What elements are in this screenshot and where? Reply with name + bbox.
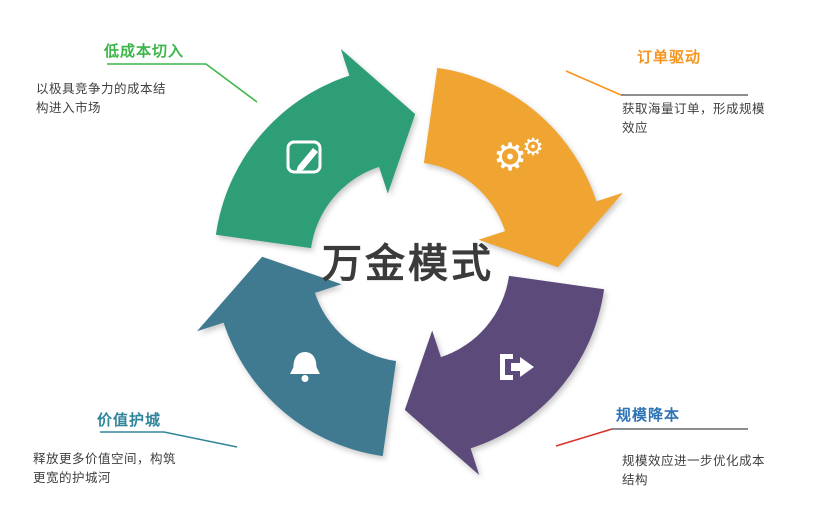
label-value-moat: 价值护城 xyxy=(97,412,162,429)
callout-line-value-moat xyxy=(100,431,238,448)
callout-line-low-cost xyxy=(107,63,258,103)
arrow-segment-low-cost xyxy=(215,49,416,249)
gears-icon: ⚙ ⚙ xyxy=(493,133,544,179)
logout-arrow-icon xyxy=(500,354,534,380)
pencil-edit-icon xyxy=(286,140,322,174)
description-low-cost-entry: 以极具竞争力的成本结构进入市场 xyxy=(36,82,167,115)
callout-line-order-driven xyxy=(565,70,622,96)
description-order-driven: 获取海量订单，形成规模效应 xyxy=(622,102,766,135)
label-order-driven: 订单驱动 xyxy=(637,49,702,66)
callout-line-scale-cost xyxy=(555,428,613,447)
svg-text:⚙: ⚙ xyxy=(493,135,527,179)
bell-icon xyxy=(290,352,320,382)
description-value-moat: 释放更多价值空间，构筑更宽的护城河 xyxy=(33,452,177,485)
label-scale-cost-reduction: 规模降本 xyxy=(616,407,681,424)
center-title: 万金模式 xyxy=(322,242,494,286)
label-low-cost-entry: 低成本切入 xyxy=(104,43,185,60)
description-scale-cost-reduction: 规模效应进一步优化成本结构 xyxy=(622,454,766,487)
svg-text:⚙: ⚙ xyxy=(522,133,544,161)
